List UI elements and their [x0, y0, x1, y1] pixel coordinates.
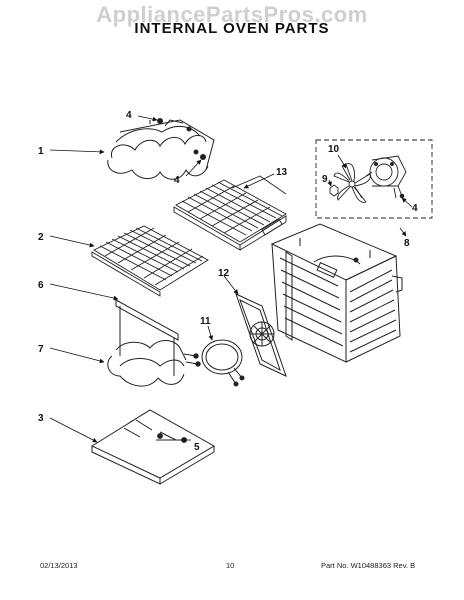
callout-1: 1: [38, 146, 44, 157]
page-title: INTERNAL OVEN PARTS: [134, 20, 330, 37]
callout-10: 10: [328, 144, 340, 155]
rolling-rack-part: [173, 175, 287, 251]
callout-8: 8: [404, 238, 410, 249]
callout-6: 6: [38, 280, 44, 291]
footer-page-number: 10: [226, 561, 235, 570]
callout-9: 9: [322, 174, 328, 185]
footer-part-number: Part No. W10488363 Rev. B: [321, 561, 416, 570]
bake-element-part: [107, 340, 201, 387]
footer-date: 02/13/2013: [40, 561, 78, 570]
callout-4-top: 4: [126, 110, 132, 121]
callout-5: 5: [194, 442, 200, 453]
callout-4-fan: 4: [412, 203, 418, 214]
rack-support-part: [115, 299, 179, 376]
callout-4-middle: 4: [174, 175, 180, 186]
watermark: AppliancePartsPros.com: [96, 2, 368, 27]
broil-element-part: [107, 118, 215, 180]
fan-nut-part: [329, 184, 339, 197]
callout-3: 3: [38, 413, 44, 424]
oven-cavity-part: [270, 223, 403, 363]
callout-2: 2: [38, 232, 44, 243]
fan-blade-part: [333, 163, 371, 203]
callout-7: 7: [38, 344, 44, 355]
oven-rack-part: [91, 225, 209, 297]
callout-12: 12: [218, 268, 230, 279]
fan-assembly-box: [315, 139, 433, 219]
callout-11: 11: [200, 316, 211, 327]
callout-13: 13: [276, 167, 288, 178]
convection-cover-part: [235, 293, 287, 377]
fan-ring-element-part: [201, 339, 245, 387]
leader-lines: [49, 115, 413, 443]
fan-motor-part: [365, 155, 407, 199]
